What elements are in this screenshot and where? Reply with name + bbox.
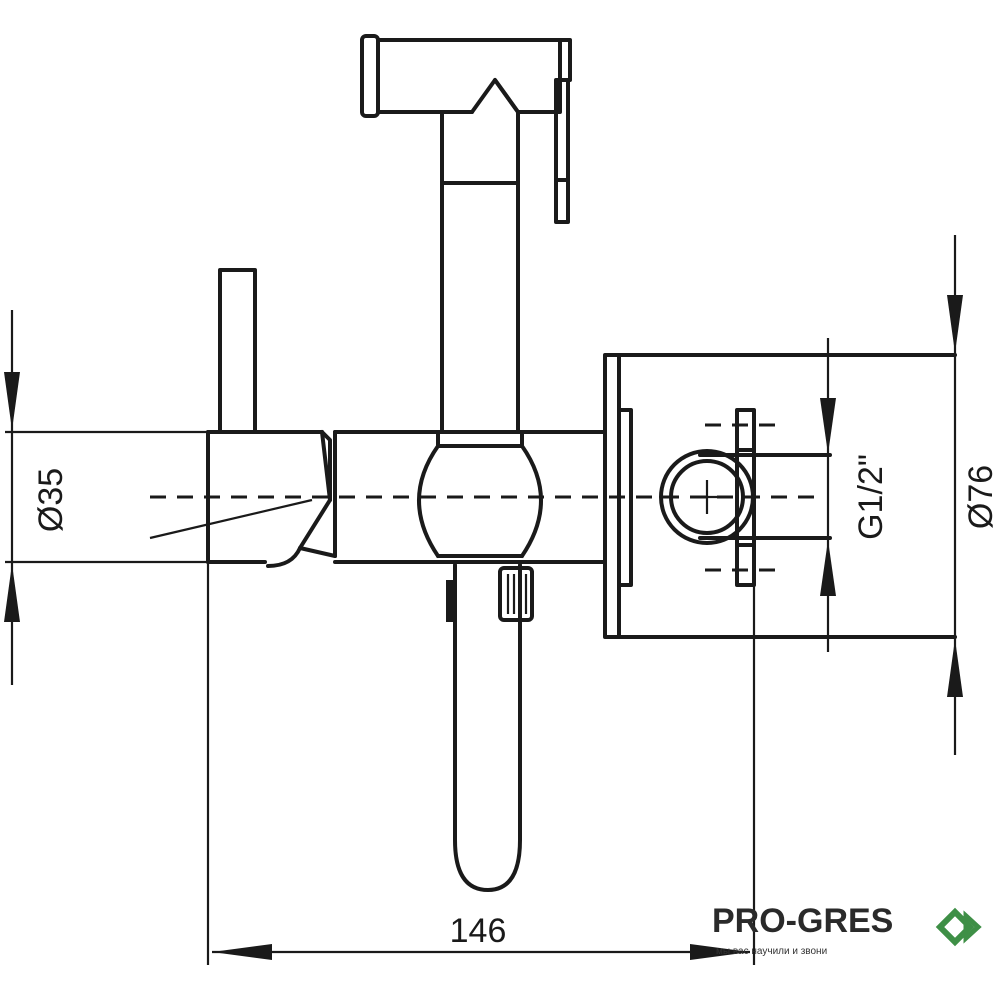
thread-label: G1/2" — [852, 454, 890, 540]
dimension-length: 146 — [206, 562, 756, 965]
diameter-flange-label: Ø76 — [962, 465, 1000, 529]
shower-holder — [417, 430, 543, 558]
dimension-diameter-body: Ø35 — [4, 310, 208, 685]
brand-logo: PRO-GRES мы вас научили и звони — [712, 902, 982, 957]
mixer-body — [149, 430, 607, 568]
brand-name: PRO-GRES — [712, 902, 893, 940]
dimension-thread: G1/2" — [820, 338, 890, 652]
shower-handle — [440, 181, 520, 434]
diameter-body-label: Ø35 — [32, 468, 70, 532]
brand-tagline: мы вас научили и звони — [716, 946, 827, 957]
length-label: 146 — [450, 912, 507, 950]
hose — [446, 563, 534, 892]
dimension-diameter-flange: Ø76 — [947, 235, 1000, 755]
shower-head — [360, 34, 572, 224]
chevron-right-icon — [963, 910, 982, 944]
valve-lever — [218, 268, 257, 434]
